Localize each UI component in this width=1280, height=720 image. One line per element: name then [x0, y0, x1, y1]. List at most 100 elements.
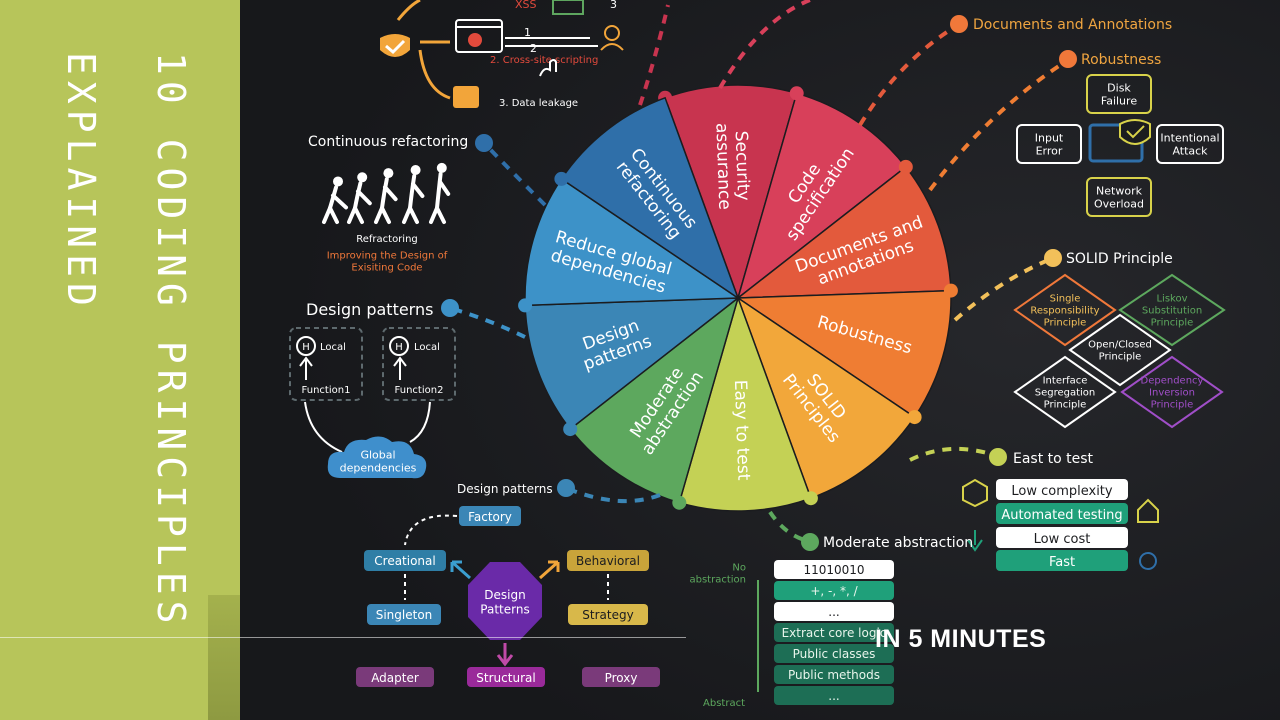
abstraction-list: 11010010 +, -, *, /... Extract core logicP… — [774, 560, 894, 705]
abstraction-item-label: Public classes — [793, 647, 876, 661]
wheel-dot — [907, 410, 922, 425]
wheel-segment: Designpatterns — [524, 297, 741, 437]
shield-icon — [380, 34, 410, 57]
wheel-segment-fill — [560, 96, 740, 300]
abstraction-title: Moderate abstraction — [823, 535, 973, 551]
cube-icon — [962, 478, 988, 508]
abstraction-item-label: Public methods — [788, 668, 880, 682]
wheel-dot — [943, 283, 958, 298]
h-badge: H — [302, 342, 310, 353]
local-label: Local — [414, 342, 440, 353]
browser-icon — [455, 19, 503, 53]
wheel-dot — [554, 171, 569, 186]
dot-refactoring — [475, 134, 493, 152]
abstraction-item-label: ... — [828, 689, 839, 703]
wheel-segment-fill — [735, 165, 952, 299]
refactoring-title: Continuous refactoring — [308, 134, 468, 150]
strategy-label: Strategy — [582, 608, 633, 622]
abstraction-item: ... — [774, 602, 894, 621]
wheel-segment: Easy to test — [678, 295, 818, 512]
wheel-segment: SOLIDPrinciples — [736, 296, 922, 500]
evolution-figure — [402, 165, 425, 224]
wheel-dot — [803, 491, 818, 506]
step-number-2: 2 — [530, 42, 537, 55]
wheel-segment: Continuousrefactoring — [554, 96, 740, 300]
data-leakage-label: 3. Data leakage — [499, 98, 578, 109]
abstraction-item-box — [774, 623, 894, 642]
connector-documents — [858, 23, 960, 127]
wheel-segment-fill — [736, 92, 907, 301]
abstraction-item: Public methods — [774, 665, 894, 684]
connector-security — [638, 4, 670, 106]
easy-test-item: Low complexity — [1011, 484, 1113, 499]
factory-label: Factory — [468, 510, 512, 524]
connector-solid — [953, 256, 1054, 322]
hand-icon — [539, 59, 557, 77]
abstraction-item-box — [774, 686, 894, 705]
documents-title: Documents and Annotations — [973, 17, 1172, 33]
dot-solid — [1044, 249, 1062, 267]
global-section-title: Design patterns — [306, 300, 433, 319]
abstraction-item-box — [774, 602, 894, 621]
lock-icon — [453, 86, 479, 108]
wheel-segment-fill — [735, 289, 952, 419]
structural-label: Structural — [476, 671, 535, 685]
wheel-dot — [518, 298, 533, 313]
cloud-icon — [327, 436, 427, 479]
singleton-label: Singleton — [376, 608, 433, 622]
cross-site-label: 2. Cross-site scripting — [490, 55, 598, 66]
easy-test-item: Low cost — [1034, 532, 1091, 547]
video-subtitle: IN 5 MINUTES — [875, 625, 1047, 653]
evolution-figure — [429, 162, 451, 224]
evolution-figure — [322, 176, 348, 224]
solid-title: SOLID Principle — [1066, 251, 1173, 267]
wheel-segment: Robustness — [735, 283, 958, 419]
arrow-down-icon — [967, 530, 983, 552]
easy-test-item: Fast — [1049, 555, 1075, 570]
wheel-segment: Codespecification — [736, 86, 907, 301]
wheel-dot — [789, 86, 804, 101]
abstraction-item: Extract core logic — [774, 623, 894, 642]
house-icon — [1137, 498, 1159, 523]
abstraction-item-box — [774, 665, 894, 684]
abstraction-item: ... — [774, 686, 894, 705]
abstraction-item: +, -, *, / — [774, 581, 894, 600]
dot-robustness — [1059, 50, 1077, 68]
dot-easy-test — [989, 448, 1007, 466]
connector-code-spec — [718, 0, 811, 90]
patterns-diagram: Factory Creational Singleton Behavioral … — [356, 506, 660, 687]
proxy-label: Proxy — [605, 671, 638, 685]
step-number-3: 3 — [610, 0, 617, 11]
video-title-line1: 10 CODING PRINCIPLES — [149, 52, 193, 630]
step-number-1: 1 — [524, 26, 531, 39]
easy-test-item: Automated testing — [1001, 508, 1122, 523]
wheel-segment-fill — [524, 297, 741, 431]
wheel-dot — [898, 159, 913, 174]
connector-abstraction — [768, 510, 809, 543]
connector-easy-test — [909, 446, 998, 462]
wheel-segment: Reduce globaldependencies — [518, 177, 741, 313]
video-title-line2: EXPLAINED — [59, 52, 103, 312]
h-badge: H — [395, 342, 403, 353]
xss-label: XSS — [515, 0, 537, 11]
abstraction-item-label: 11010010 — [803, 563, 864, 577]
title-panel — [0, 0, 240, 720]
wheel-segment: Securityassurance — [658, 84, 798, 301]
abstraction-item: 11010010 — [774, 560, 894, 579]
connectors — [449, 0, 1070, 543]
patterns-title: Design patterns — [457, 482, 553, 496]
shield-check-icon — [1119, 119, 1151, 145]
global-deps-diagram: H Local H Local Function1 Function2 Glob… — [289, 327, 456, 479]
divider-line — [0, 637, 686, 638]
